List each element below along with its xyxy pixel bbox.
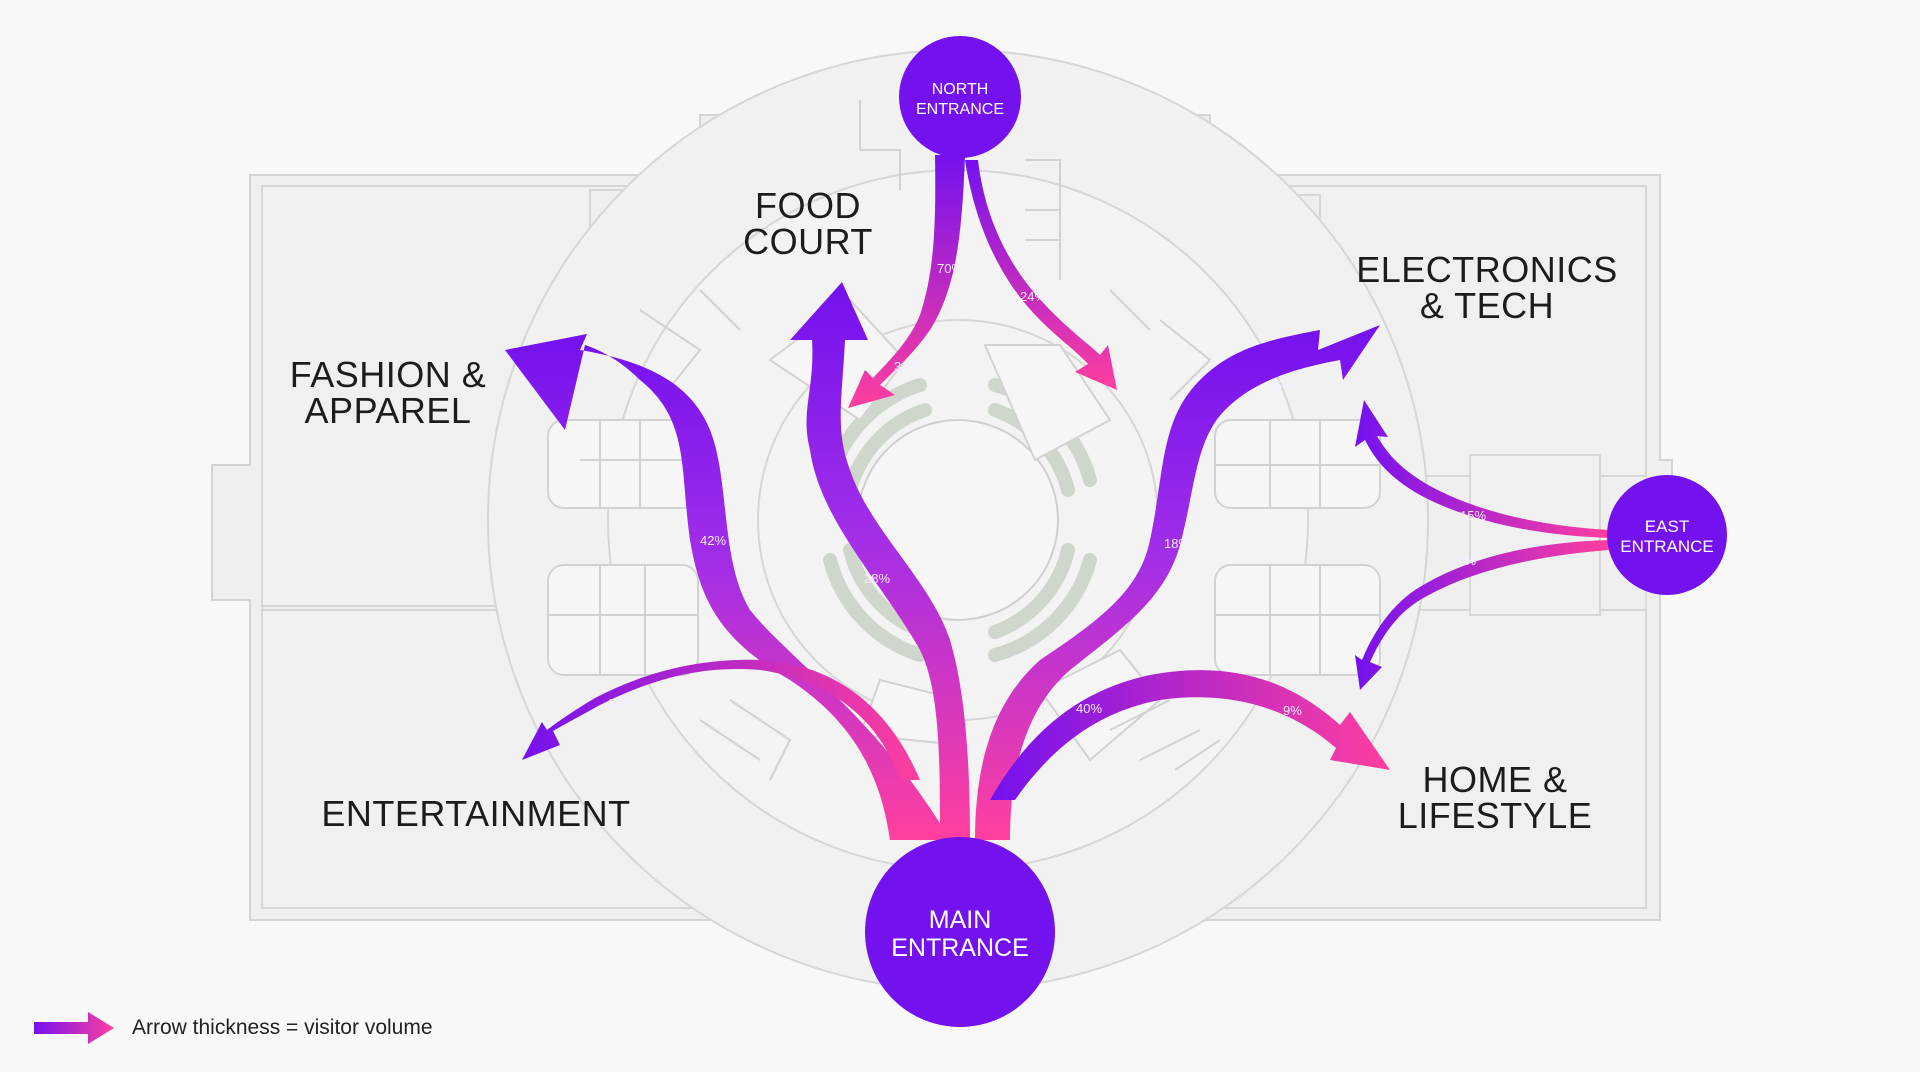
- entrance-main-node: [865, 837, 1055, 1027]
- divider-9: [1025, 159, 1061, 280]
- pct-main-to-home: 40%: [1076, 701, 1102, 716]
- pct-north-to-center: 70%: [937, 261, 963, 276]
- flow-arrows: [505, 155, 1610, 840]
- entrance-north-label-line2: ENTRANCE: [916, 101, 1004, 118]
- zone-labels: FOOD COURT FASHION & APPAREL ELECTRONICS…: [290, 185, 1618, 836]
- store-wedge-n: [983, 344, 1112, 462]
- flow-arrow-north-to-right: [965, 160, 1117, 390]
- entrance-east-node: [1607, 475, 1727, 595]
- zone-label-electronics: ELECTRONICS: [1356, 249, 1618, 290]
- divider-3: [1215, 420, 1380, 508]
- zone-label-food-court-line2: COURT: [743, 221, 873, 262]
- zone-label-entertainment: ENTERTAINMENT: [321, 793, 630, 834]
- flow-arrow-main-to-electronics: [975, 325, 1380, 840]
- legend-arrow-icon: [34, 1012, 114, 1044]
- flow-percent-labels: 42% 28% 18% 24% 40% 9% 15% 70% 31% 24% 1…: [608, 261, 1486, 718]
- zone-label-fashion: FASHION &: [290, 354, 487, 395]
- legend: Arrow thickness = visitor volume: [32, 1010, 433, 1046]
- zone-label-fashion-line2: APPAREL: [305, 390, 472, 431]
- pct-main-to-entertainment: 24%: [608, 696, 634, 711]
- divider-7: [699, 699, 792, 781]
- entrance-east-label-line2: ENTRANCE: [1620, 537, 1714, 556]
- divider-8: [1109, 699, 1221, 771]
- entrance-east: EAST ENTRANCE: [1607, 475, 1727, 595]
- entrance-north: NORTH ENTRANCE: [899, 36, 1021, 158]
- pct-east-to-home: 40%: [1450, 553, 1476, 568]
- flow-arrow-east-to-home: [1355, 540, 1610, 690]
- flow-arrow-north-to-center: [848, 155, 965, 408]
- atrium-arc-se: [988, 553, 1097, 662]
- entrance-main: MAIN ENTRANCE: [865, 837, 1055, 1027]
- pct-main-to-fashion: 42%: [700, 533, 726, 548]
- entrance-north-label: NORTH: [932, 81, 989, 98]
- pct-east-to-electronics: 15%: [1460, 508, 1486, 523]
- entrance-north-node: [899, 36, 1021, 158]
- divider-5: [639, 289, 741, 401]
- atrium-arc-se-inner: [988, 543, 1075, 639]
- flow-arrow-main-to-fashion: [505, 334, 950, 840]
- store-wedge-east-lower: [1214, 564, 1381, 676]
- flow-arrow-east-to-electronics: [1355, 400, 1610, 538]
- entrance-east-label: EAST: [1645, 517, 1689, 536]
- pct-north-to-right: 24%: [1020, 289, 1046, 304]
- flow-arrow-main-to-food: [790, 282, 970, 840]
- store-wedge-west-upper: [547, 419, 699, 509]
- pct-main-to-home-branch: 9%: [1283, 703, 1302, 718]
- entrance-main-label: MAIN: [929, 906, 992, 934]
- pct-main-to-electronics: 18%: [1164, 536, 1190, 551]
- legend-text: Arrow thickness = visitor volume: [132, 1016, 433, 1039]
- flow-arrow-main-to-home: [990, 670, 1390, 800]
- zone-label-home-line2: LIFESTYLE: [1398, 795, 1593, 836]
- zone-label-electronics-line2: & TECH: [1420, 285, 1554, 326]
- divider-1: [580, 420, 698, 508]
- atrium-arc-sw: [823, 553, 927, 662]
- store-wedge-west-lower: [547, 564, 699, 676]
- flow-arrow-main-to-entertainment: [522, 659, 920, 780]
- divider-6: [1109, 289, 1212, 401]
- divider-10: [859, 100, 901, 190]
- zone-label-home: HOME &: [1422, 759, 1567, 800]
- divider-4: [1215, 565, 1380, 675]
- store-dividers: [548, 100, 1380, 781]
- atrium-arc-nw-inner: [843, 403, 932, 497]
- entrance-main-label-line2: ENTRANCE: [891, 934, 1029, 962]
- divider-2: [548, 565, 698, 675]
- pct-main-to-electronics-upper: 15%: [1268, 378, 1294, 393]
- zone-label-food-court: FOOD: [755, 185, 861, 226]
- pct-north-to-food: 31%: [894, 359, 920, 374]
- pct-main-to-food: 28%: [864, 571, 890, 586]
